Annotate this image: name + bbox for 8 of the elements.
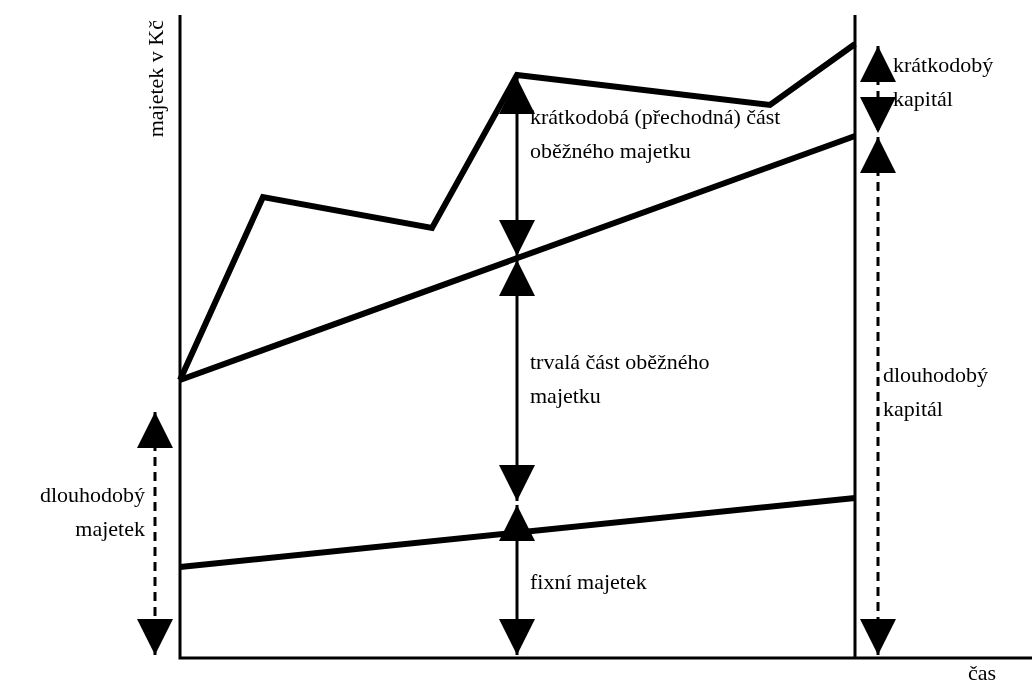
area-label: fixní majetek: [530, 568, 648, 596]
dimension-label: krátkodobý kapitál: [893, 51, 995, 113]
axis-label: čas: [968, 659, 998, 687]
dimension-label: dlouhodobý majetek: [38, 481, 145, 543]
dimension-label: dlouhodobý kapitál: [883, 361, 990, 423]
area-label: krátkodobá (přechodná) část oběžného majetku: [530, 103, 782, 165]
axis-label: majetek v Kč: [143, 20, 169, 138]
area-label: trvalá část oběžného majetku: [530, 348, 711, 410]
